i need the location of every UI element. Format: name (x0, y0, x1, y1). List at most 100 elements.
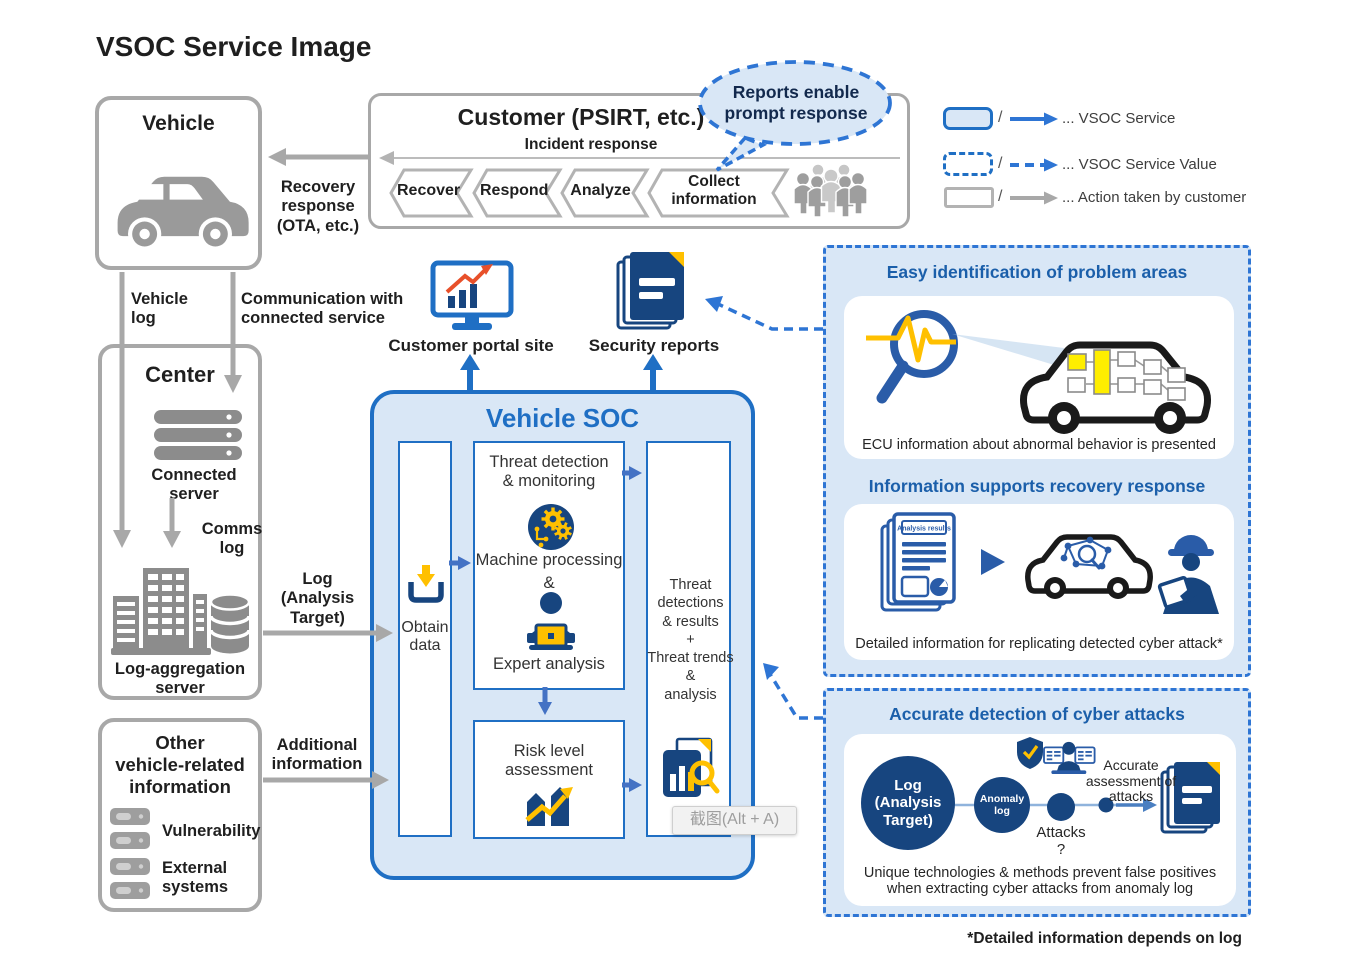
chevron-analyze (560, 168, 650, 218)
car-icon (117, 176, 249, 251)
panel1-caption: ECU information about abnormal behavior … (862, 437, 1216, 453)
legend-solid-swatch (943, 107, 993, 130)
external-systems-label: External systems (162, 859, 229, 897)
magnifier-pulse-icon (866, 310, 958, 404)
gears-icon (528, 504, 574, 550)
connected-server-label: Connected server (151, 466, 237, 504)
security-reports-label: Security reports (588, 336, 720, 355)
detection-flow (861, 737, 1220, 850)
assessment-label: Accurate assessment of attacks (1085, 757, 1177, 805)
machine-processing-label: Machine processing (475, 551, 623, 569)
legend-solid-arrow (1010, 112, 1058, 126)
attacks-label: Attacks ? (1036, 824, 1086, 858)
analyst-laptop-icon (527, 592, 575, 650)
obtain-data-label: Obtain data (401, 619, 449, 654)
risk-level-box: Risk level assessment (473, 720, 625, 839)
analysis-results-label: Analysis results (897, 526, 951, 533)
log-aggregation-label: Log-aggregation server (114, 660, 246, 698)
panel1b-caption: Detailed information for replicating det… (855, 636, 1223, 652)
problem-areas-illustration: ECU information about abnormal behavior … (844, 296, 1234, 459)
threat-output-box: Threat detections & results + Threat tre… (646, 441, 734, 837)
analyst-desk-icon (1043, 741, 1096, 775)
recovery-support-illustration: Analysis results (844, 504, 1234, 660)
incident-response-label: Incident response (524, 136, 658, 153)
expert-analysis-label: Expert analysis (493, 655, 605, 673)
vehicle-box: Vehicle (95, 96, 262, 270)
report-stack-icon (616, 252, 684, 330)
server-stack-icon (154, 410, 242, 460)
building-db-icon (111, 568, 251, 655)
shield-check-icon (1017, 737, 1043, 769)
legend-slash: / (998, 155, 1003, 172)
additional-information-label: Additional information (271, 736, 363, 774)
panel1b-title: Information supports recovery response (868, 476, 1206, 496)
vulnerability-label: Vulnerability (162, 822, 261, 840)
speech-bubble (698, 60, 892, 172)
analysis-doc-stack-icon: Analysis results (880, 512, 956, 612)
legend-item-customer-action: ... Action taken by customer (1062, 189, 1247, 206)
chevron-collect-label: Collect information (671, 173, 757, 209)
obtain-data-box: Obtain data (398, 441, 452, 837)
vehicle-soc-title: Vehicle SOC (485, 403, 640, 433)
log-analysis-target-label: Log (Analysis Target) (280, 570, 355, 627)
amp-label: & (543, 573, 555, 592)
threat-output-label: Threat detections & results + Threat tre… (647, 577, 734, 703)
monitor-chart-icon (430, 260, 514, 330)
legend-item-service: ... VSOC Service (1062, 110, 1176, 127)
doc-chart-magnifier-icon (663, 737, 720, 797)
legend-gray-swatch (944, 187, 994, 208)
people-group-icon (793, 163, 868, 218)
car-network-icon (1025, 534, 1153, 599)
threat-detection-label: Threat detection & monitoring (489, 453, 609, 490)
customer-portal-label: Customer portal site (388, 336, 554, 355)
legend-dashed-swatch (943, 152, 993, 176)
report-stack-icon (1160, 762, 1220, 834)
panel2-title: Accurate detection of cyber attacks (889, 704, 1185, 724)
legend-gray-arrow (1010, 191, 1058, 205)
customer-box-title: Customer (PSIRT, etc.) (457, 104, 705, 130)
center-box-title: Center (145, 362, 215, 387)
comms-log-label: Comms log (201, 520, 263, 558)
other-info-box: Other vehicle-related information Vulner… (98, 718, 262, 912)
log-circle (861, 756, 955, 850)
chevron-recover-label: Recover (397, 182, 461, 199)
risk-chart-icon (525, 787, 573, 826)
page-title: VSOC Service Image (96, 31, 372, 62)
center-box: Center Connected server Comms log Log-ag… (98, 344, 262, 700)
panel-accurate-detection: Accurate detection of cyber attacks (823, 688, 1251, 917)
accurate-detection-illustration: Log (Analysis Target) Anomaly log Attack… (844, 734, 1236, 906)
threat-detection-box: Threat detection & monitoring Machine pr… (473, 441, 625, 690)
server-stack-icon (110, 858, 150, 899)
worker-icon (1157, 535, 1219, 614)
recovery-response-label: Recovery response (OTA, etc.) (276, 178, 360, 235)
chevron-respond (472, 168, 563, 218)
chevron-recover (389, 168, 474, 218)
vehicle-log-label: Vehicle log (131, 290, 188, 328)
beam (952, 334, 1064, 368)
footnote: *Detailed information depends on log (967, 930, 1242, 947)
speech-bubble-text: Reports enable prompt response (724, 82, 868, 123)
legend-item-value: ... VSOC Service Value (1062, 156, 1217, 173)
dot-circle (1098, 797, 1114, 813)
screenshot-tooltip[interactable]: 截图(Alt + A) (672, 806, 797, 835)
panel2-caption: Unique technologies & methods prevent fa… (863, 865, 1217, 897)
chevron-analyze-label: Analyze (570, 182, 631, 199)
panel1-title: Easy identification of problem areas (886, 262, 1188, 282)
anomaly-circle-label: Anomaly log (979, 793, 1025, 817)
vehicle-box-title: Vehicle (142, 112, 215, 135)
arrow-triangle (981, 549, 1005, 575)
communication-label: Communication with connected service (241, 290, 404, 328)
anomaly-circle (974, 777, 1030, 833)
risk-level-label: Risk level assessment (504, 742, 594, 779)
log-circle-label: Log (Analysis Target) (874, 777, 942, 829)
other-info-title: Other vehicle-related information (115, 732, 245, 797)
server-stack-icon (110, 808, 150, 849)
download-icon (408, 565, 444, 603)
legend-slash: / (998, 188, 1003, 205)
chevron-collect (647, 168, 790, 218)
panel-problem-areas: Easy identification of problem areas (823, 245, 1251, 677)
legend-slash: / (998, 109, 1003, 126)
chevron-respond-label: Respond (480, 182, 549, 199)
car-ecu-icon (1019, 341, 1212, 434)
legend-dashed-arrow (1010, 158, 1058, 172)
